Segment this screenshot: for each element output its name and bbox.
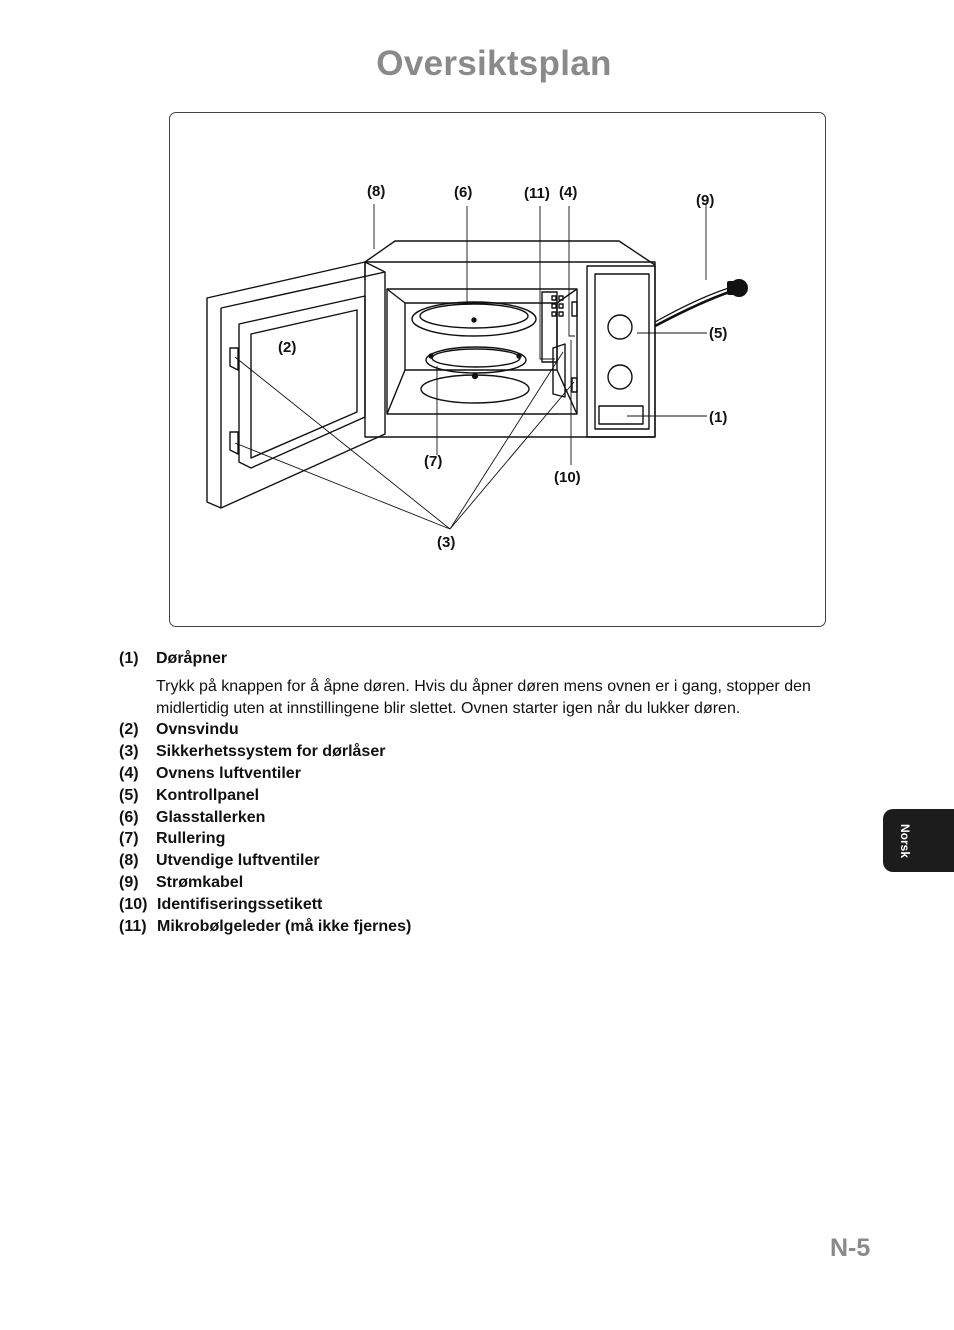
callout-5: (5) <box>709 325 727 342</box>
legend-number: (4) <box>119 764 139 782</box>
legend-number: (9) <box>119 873 139 891</box>
legend-item: (2) Ovnsvindu <box>119 719 859 741</box>
waveguide-cover <box>541 291 558 363</box>
door-latch-lower <box>229 431 239 455</box>
callout-1: (1) <box>709 409 727 426</box>
legend-description: Trykk på knappen for å åpne døren. Hvis … <box>156 677 811 717</box>
callout-9: (9) <box>696 192 714 209</box>
legend-item: (7) Rullering <box>119 828 859 850</box>
glass-tray <box>411 301 537 337</box>
legend-label: Identifiseringssetikett <box>157 895 323 913</box>
legend-label: Kontrollpanel <box>156 786 260 804</box>
legend-item: (4) Ovnens luftventiler <box>119 763 859 785</box>
legend-number: (10) <box>119 895 148 913</box>
language-tab: Norsk <box>883 809 954 872</box>
legend-number: (7) <box>119 830 139 848</box>
callout-6: (6) <box>454 184 472 201</box>
figure-frame <box>169 112 826 627</box>
legend-label: Ovnens luftventiler <box>156 764 301 782</box>
legend-label: Strømkabel <box>156 873 244 891</box>
legend-item: (6) Glasstallerken <box>119 807 859 829</box>
roller-ring <box>425 346 527 374</box>
power-cord <box>654 288 736 328</box>
legend-item: (11) Mikrobølgeleder (må ikke fjernes) <box>119 916 859 938</box>
legend-item: (3) Sikkerhetssystem for dørlåser <box>119 741 859 763</box>
legend-label: Mikrobølgeleder (må ikke fjernes) <box>157 917 412 935</box>
oven-front <box>364 261 656 438</box>
legend-item: (5) Kontrollpanel <box>119 785 859 807</box>
callout-8: (8) <box>367 183 385 200</box>
control-panel-housing <box>586 265 656 438</box>
dial-1 <box>607 314 633 340</box>
callout-11: (11) <box>524 185 550 202</box>
legend-number: (1) <box>119 650 139 667</box>
page-number: N-5 <box>830 1234 871 1262</box>
page-title: Oversiktsplan <box>376 44 612 83</box>
legend-number: (5) <box>119 786 139 804</box>
latch-slot-lower <box>571 377 578 393</box>
parts-legend: (1) Døråpner Trykk på knappen for å åpne… <box>119 648 859 937</box>
dial-2 <box>607 364 633 390</box>
oven-window <box>238 295 366 469</box>
legend-label: Sikkerhetssystem for dørlåser <box>156 743 386 761</box>
legend-label: Døråpner <box>156 650 228 667</box>
legend-item: (1) Døråpner <box>119 648 859 670</box>
legend-label: Utvendige luftventiler <box>156 852 320 870</box>
legend-item: (8) Utvendige luftventiler <box>119 850 859 872</box>
legend-number: (11) <box>119 917 147 935</box>
oven-vent-slot <box>571 301 578 317</box>
oven-door <box>206 261 386 509</box>
legend-number: (6) <box>119 808 139 826</box>
language-tab-label: Norsk <box>898 823 912 859</box>
callout-3: (3) <box>437 534 455 551</box>
legend-item: (10) Identifiseringssetikett <box>119 894 859 916</box>
door-opener-button <box>598 405 644 425</box>
callout-2: (2) <box>278 339 296 356</box>
control-panel <box>594 273 650 430</box>
legend-item: (9) Strømkabel <box>119 872 859 894</box>
legend-label: Rullering <box>156 830 226 848</box>
door-latch-upper <box>229 347 239 371</box>
legend-label: Ovnsvindu <box>156 721 239 739</box>
callout-4: (4) <box>559 184 577 201</box>
legend-number: (3) <box>119 743 139 761</box>
oven-top <box>364 240 656 266</box>
legend-number: (8) <box>119 852 139 870</box>
microwave-diagram: (8) (6) (11) (4) (9) (2) (5) (1) (7) (10… <box>206 183 748 551</box>
oven-cavity <box>386 288 578 415</box>
callout-7: (7) <box>424 453 442 470</box>
legend-number: (2) <box>119 721 139 739</box>
callout-10: (10) <box>554 469 581 486</box>
legend-label: Glasstallerken <box>156 808 266 826</box>
